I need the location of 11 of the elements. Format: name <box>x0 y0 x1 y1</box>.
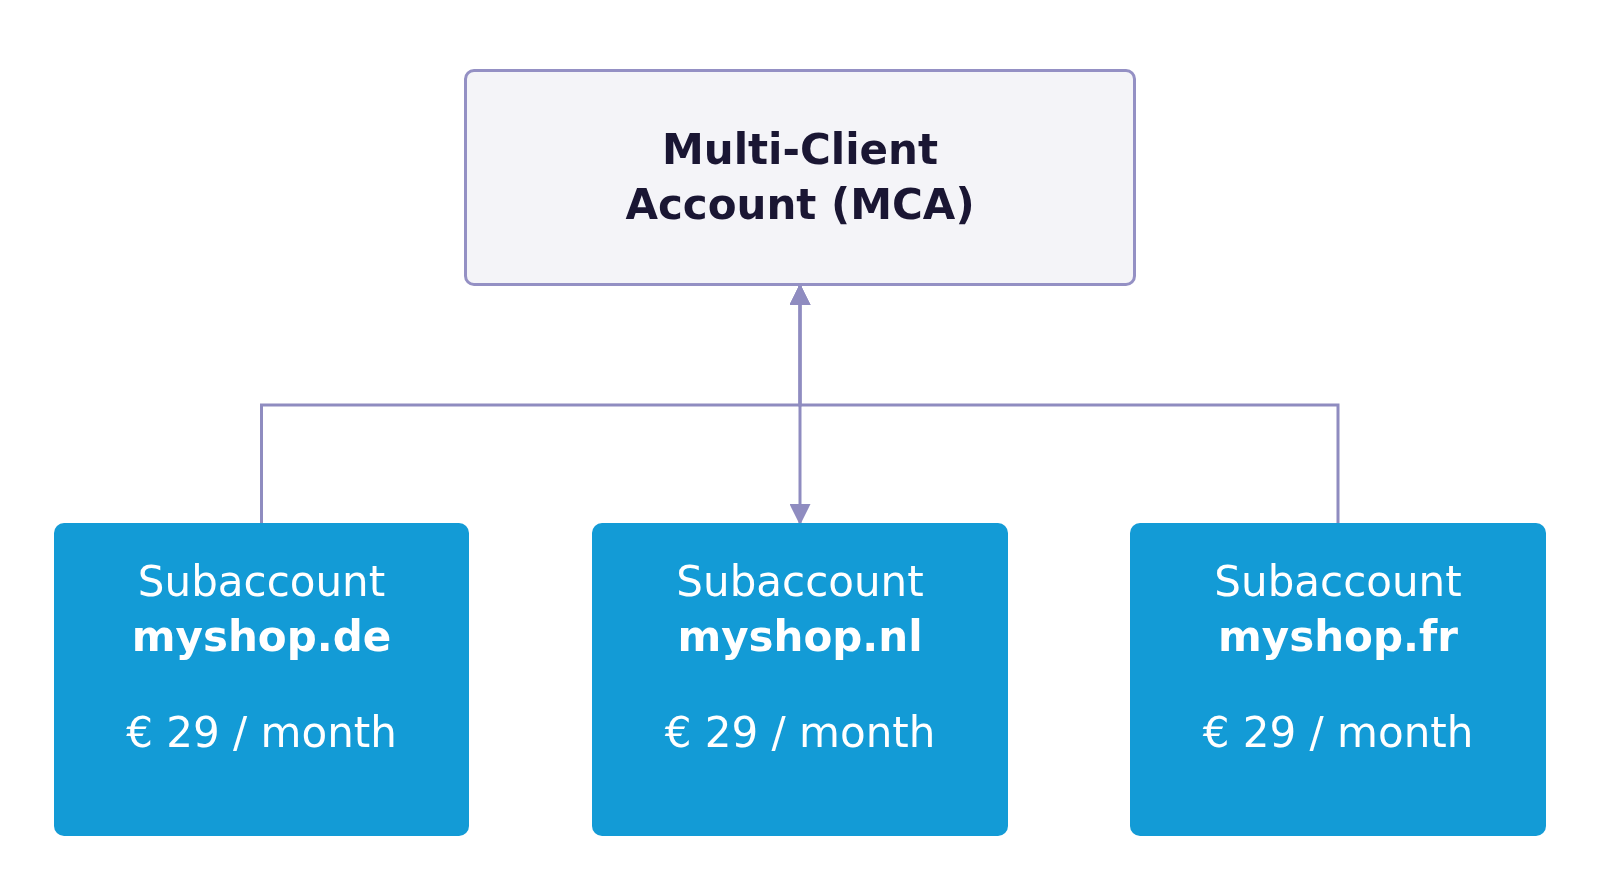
price-text: € 29 / month <box>664 707 936 760</box>
subaccount-title: Subaccount myshop.fr <box>1214 556 1462 663</box>
price-text: € 29 / month <box>126 707 397 760</box>
subaccount-box <box>54 523 469 836</box>
subaccount-title: Subaccount myshop.de <box>131 556 392 663</box>
subaccount-box <box>1130 523 1546 836</box>
subaccount-box <box>592 523 1008 836</box>
price-text: € 29 / month <box>1202 707 1474 760</box>
account-title: Multi-Client Account (MCA) <box>624 123 976 231</box>
subaccount-title: Subaccount myshop.nl <box>676 556 924 663</box>
account-box <box>464 69 1136 286</box>
